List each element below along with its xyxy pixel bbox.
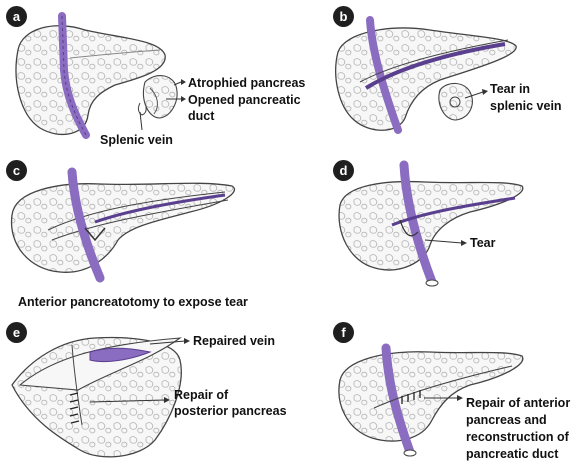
panel-c-pancreas bbox=[12, 183, 235, 272]
panel-c-drawing bbox=[12, 172, 235, 278]
label-repair-of: Repair of bbox=[174, 388, 228, 403]
panel-a-drawing bbox=[16, 16, 186, 135]
label-repair-of-anterior: Repair of anterior bbox=[466, 396, 570, 411]
label-repaired-vein: Repaired vein bbox=[193, 334, 275, 349]
label-pancreas-and: pancreas and bbox=[466, 413, 547, 428]
panel-f-badge: f bbox=[333, 322, 354, 343]
label-atrophied-pancreas: Atrophied pancreas bbox=[188, 76, 305, 91]
label-tear: Tear bbox=[470, 236, 495, 251]
label-splenic-vein: Splenic vein bbox=[100, 133, 173, 148]
label-posterior-pancreas: posterior pancreas bbox=[174, 404, 287, 419]
panel-d-drawing bbox=[339, 165, 523, 286]
label-opened-pancreatic: Opened pancreatic bbox=[188, 93, 301, 108]
panel-e-drawing bbox=[12, 338, 190, 457]
panel-c-badge: c bbox=[6, 160, 27, 181]
label-tear-in: Tear in bbox=[490, 82, 530, 97]
panel-d-badge: d bbox=[333, 160, 354, 181]
panel-d-pancreas bbox=[339, 182, 523, 270]
label-anterior-pancreatotomy: Anterior pancreatotomy to expose tear bbox=[18, 295, 248, 310]
panel-b-vein-section bbox=[439, 83, 472, 120]
label-pancreatic-duct: pancreatic duct bbox=[466, 447, 558, 462]
label-splenic-vein-b: splenic vein bbox=[490, 99, 562, 114]
panel-e-badge: e bbox=[6, 322, 27, 343]
panel-b-badge: b bbox=[333, 6, 354, 27]
label-duct: duct bbox=[188, 109, 214, 124]
panel-a-badge: a bbox=[6, 6, 27, 27]
label-reconstruction-of: reconstruction of bbox=[466, 430, 569, 445]
panel-a-pancreas bbox=[16, 26, 165, 135]
panel-a-atrophied-pancreas-section bbox=[143, 76, 177, 118]
